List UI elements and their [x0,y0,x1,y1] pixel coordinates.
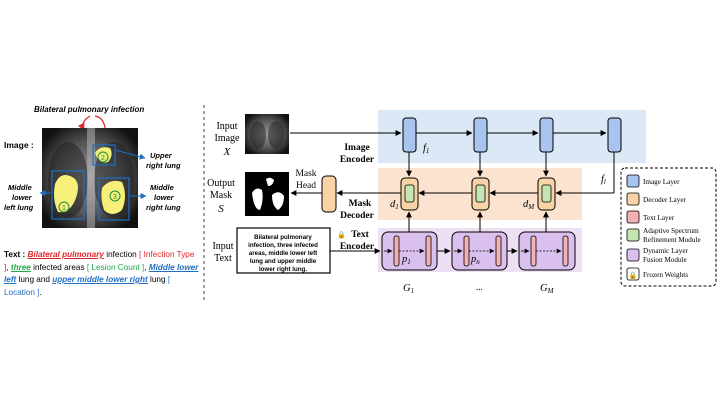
lock-icon: 🔒 [337,231,346,239]
fl-label: fl [601,174,606,186]
caption-tag-location: [ Location ] [4,275,171,297]
image-encoder-band [378,110,646,163]
input-text-label-1: Input [212,241,233,252]
label-middle-left-1: Middle [8,183,32,192]
mask-decoder-label-2: Decoder [340,211,375,221]
input-text-line-4: lung and upper middle [250,258,317,265]
caption-part: infected areas [30,262,87,272]
legend-label-text-layer: Text Layer [643,214,675,222]
annotation-top: Bilateral pulmonary infection [34,105,144,114]
pointer-upper-right [114,149,146,160]
f1-label: f1 [423,143,429,155]
label-middle-right-1: Middle [150,183,174,192]
legend-label-fusion-module-1: Dynamic Layer [643,247,689,255]
G1-label: G1 [403,283,414,295]
label-middle-right-3: right lung [146,203,181,212]
mask-head-label-2: Head [296,181,316,191]
decoder-layer-1 [400,177,419,211]
caption-part: lung and [16,275,53,284]
caption-part: lung [147,275,168,284]
input-text-line-5: lower right lung. [259,266,307,273]
text-encoder-label-2: Encoder [340,242,375,252]
chest-xray-image: 1 2 3 [42,128,138,228]
ellipsis-label: ... [476,282,483,292]
pn-label: pn [470,254,480,266]
legend-label-asr-module-1: Adaptive Spectrum [643,227,699,235]
output-mask-label-2: Mask [210,190,232,201]
caption-tag-type: [ Infection Type ] [4,250,195,272]
caption-part: . [39,287,42,297]
mask-head-label-1: Mask [295,169,316,179]
label-middle-left-3: left lung [4,203,34,212]
legend-box [620,167,717,287]
caption-part: infection [103,250,140,259]
image-layer-3 [539,117,554,153]
label-middle-right-2: lower [154,193,175,202]
red-arrow-left [77,115,91,131]
fusion-module-1 [381,231,438,271]
input-text-line-2: infection, three infected [248,242,318,249]
region-number-1: 1 [62,205,66,212]
output-mask-thumbnail [245,172,289,216]
legend-label-fusion-module-2: Fusion Module [643,256,687,264]
caption-infection: Bilateral pulmonary [27,250,104,259]
image-layer-1 [402,117,417,153]
image-label: Image : [4,140,34,150]
mask-decoder-label-1: Mask [349,199,372,209]
input-text-line-1: Bilateral pulmonary [254,234,312,241]
lock-icon-legend: 🔒 [629,272,638,280]
caption-tag-count: [ Lesion Count ] [86,262,145,272]
fusion-module-2 [451,231,508,271]
output-mask-var: S [218,203,224,215]
region-number-3: 3 [113,194,117,201]
output-mask-label-1: Output [207,178,235,189]
decoder-layer-3 [537,177,556,211]
input-text-label-2: Text [214,253,232,264]
p1-label: p1 [401,254,411,266]
legend-swatch-asr-module [626,228,640,242]
label-upper-right-2: right lung [146,161,181,170]
caption-part: , [144,262,149,272]
caption-part: , [6,262,11,272]
legend-swatch-decoder-layer [626,192,640,206]
caption-prefix: Text : [4,250,26,259]
caption-location-2: upper middle lower right [52,275,148,284]
input-image-thumbnail [245,114,289,154]
legend-label-frozen: Frozen Weights [643,271,688,279]
legend-swatch-fusion-module [626,248,640,262]
caption-location-1: Middle lower left [4,262,199,285]
label-middle-left-2: lower [12,193,33,202]
input-text-box [236,227,331,274]
input-text-line-3: areas, middle lower left [249,250,317,257]
image-encoder-label-2: Encoder [340,155,375,165]
legend-label-decoder-layer: Decoder Layer [643,196,687,204]
mask-head-block [321,175,337,213]
fusion-module-3 [518,231,576,271]
decoder-layers [400,177,556,211]
text-encoder-label-1: Text [351,230,369,240]
region-number-2: 2 [101,155,105,162]
input-image-label-1: Input [216,121,237,132]
image-layer-4 [607,117,622,153]
legend-label-asr-module-2: Refinement Module [643,236,701,244]
decoder-layer-2 [471,177,490,211]
input-image-label-2: Image [215,133,241,144]
image-layer-2 [473,117,488,153]
d1-label: d1 [390,199,399,211]
caption-text: Text : Bilateral pulmonary infection [ I… [4,249,200,299]
image-encoder-label-1: Image [344,143,369,153]
caption-count: three [10,262,31,272]
legend-swatch-frozen [626,267,640,281]
GM-label: GM [540,283,555,295]
legend-swatch-text-layer [626,210,640,224]
input-image-var: X [223,146,232,158]
legend-items: Image Layer Decoder Layer Text Layer Ada… [626,174,701,281]
legend-label-image-layer: Image Layer [643,178,680,186]
label-upper-right-1: Upper [150,151,173,160]
legend-swatch-image-layer [626,174,640,188]
dM-label: dM [523,199,535,211]
